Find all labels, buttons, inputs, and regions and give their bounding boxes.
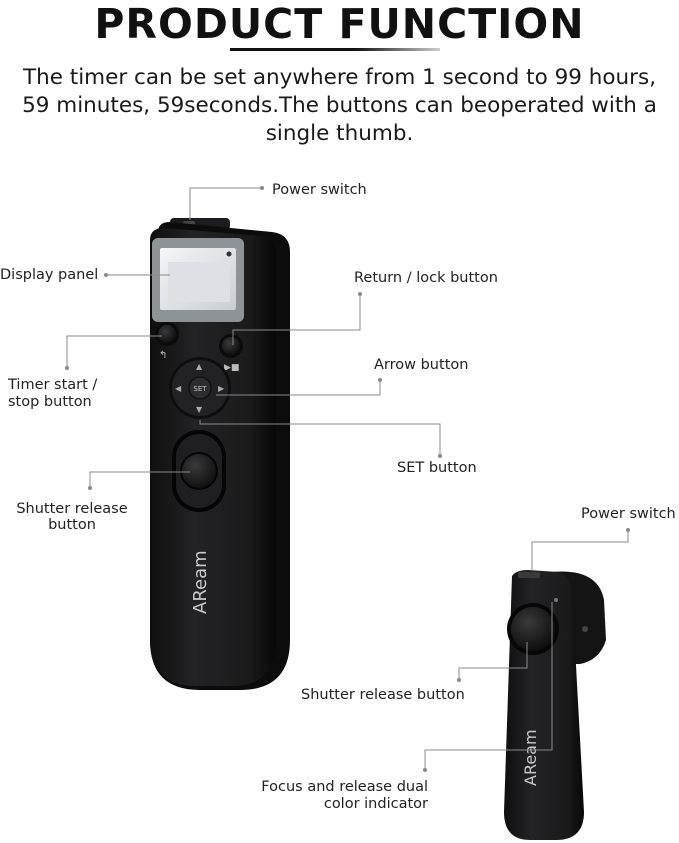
shutter-release-button[interactable]	[180, 452, 218, 490]
title-underline	[230, 48, 440, 51]
set-button[interactable]	[188, 376, 212, 400]
return-arrow-icon: ↰	[159, 350, 167, 361]
label-power-switch: Power switch	[272, 182, 367, 198]
display-indicator-dot	[226, 251, 232, 257]
arrow-right-icon: ▶	[218, 384, 225, 393]
label-receiver-shutter-button: Shutter release button	[301, 687, 465, 703]
page-title: PRODUCT FUNCTION	[94, 0, 585, 48]
label-indicator-2: color indicator	[323, 796, 428, 812]
label-indicator-1: Focus and release dual	[261, 779, 428, 795]
label-timer-start-stop-2: stop button	[8, 394, 92, 410]
label-shutter-release-2: button	[48, 517, 96, 533]
label-timer-start-stop-1: Timer start /	[8, 377, 98, 393]
label-receiver-power-switch: Power switch	[581, 506, 676, 522]
set-button-label: SET	[193, 385, 207, 393]
receiver-power-switch	[518, 572, 540, 578]
receiver-brand-logo: AReam	[521, 729, 540, 786]
label-set-button: SET button	[397, 460, 477, 476]
receiver-shutter-button[interactable]	[511, 607, 555, 651]
label-display-panel: Display panel	[0, 267, 99, 283]
brand-logo: AReam	[190, 550, 211, 614]
timer-remote: ↰ ▶■ ▲ ◀ ▶ ▼ SET AReam	[150, 218, 290, 690]
receiver-unit: AReam	[504, 570, 606, 840]
label-shutter-release-1: Shutter release	[16, 501, 128, 517]
arrow-up-icon: ▲	[196, 362, 203, 371]
arrow-down-icon: ▼	[196, 405, 203, 414]
leader-dots	[65, 186, 630, 772]
label-arrow-button: Arrow button	[374, 357, 469, 373]
label-return-lock-button: Return / lock button	[354, 270, 498, 286]
timer-start-stop-button[interactable]	[158, 325, 176, 343]
intro-text: The timer can be set anywhere from 1 sec…	[22, 65, 657, 146]
dual-color-indicator	[554, 598, 558, 602]
play-stop-icon: ▶■	[224, 363, 239, 373]
leader-lines	[66, 187, 629, 770]
return-lock-button[interactable]	[222, 337, 240, 355]
arrow-left-icon: ◀	[175, 384, 182, 393]
